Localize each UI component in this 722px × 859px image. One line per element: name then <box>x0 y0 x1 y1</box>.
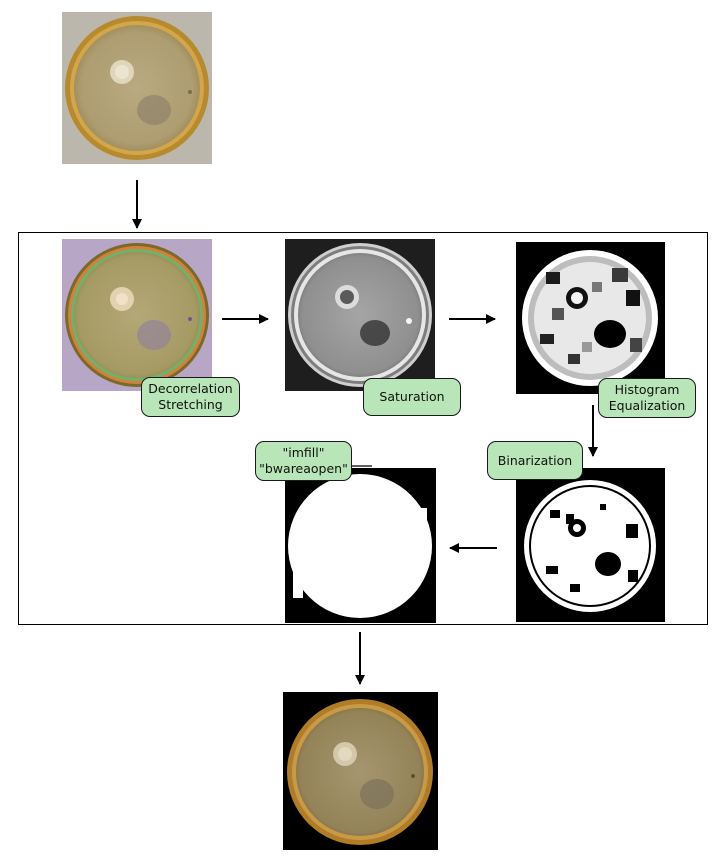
decorrelation-label-line2: Stretching <box>158 397 223 412</box>
saturation-label: Saturation <box>363 378 461 416</box>
decorrelation-stretching-label: Decorrelation Stretching <box>141 377 240 417</box>
imfill-bwareaopen-label: "imfill" "bwareaopen" <box>255 441 352 481</box>
filled-mask-image <box>285 468 436 623</box>
fill-label-line1: "imfill" <box>282 445 325 460</box>
histogram-label-line1: Histogram <box>614 382 680 397</box>
output-image <box>283 692 438 850</box>
decorrelation-image <box>62 239 212 391</box>
histogram-image <box>516 242 665 394</box>
saturation-label-text: Saturation <box>379 389 445 404</box>
fill-label-line2: "bwareaopen" <box>259 461 348 476</box>
input-image <box>62 12 212 164</box>
decorrelation-label-line1: Decorrelation <box>148 381 233 396</box>
saturation-image <box>285 239 435 391</box>
binarization-label: Binarization <box>487 441 583 480</box>
binarization-image <box>516 468 665 622</box>
processing-frame <box>18 232 708 625</box>
histogram-equalization-label: Histogram Equalization <box>598 378 696 418</box>
histogram-label-line2: Equalization <box>608 398 686 413</box>
binarization-label-text: Binarization <box>497 452 573 468</box>
